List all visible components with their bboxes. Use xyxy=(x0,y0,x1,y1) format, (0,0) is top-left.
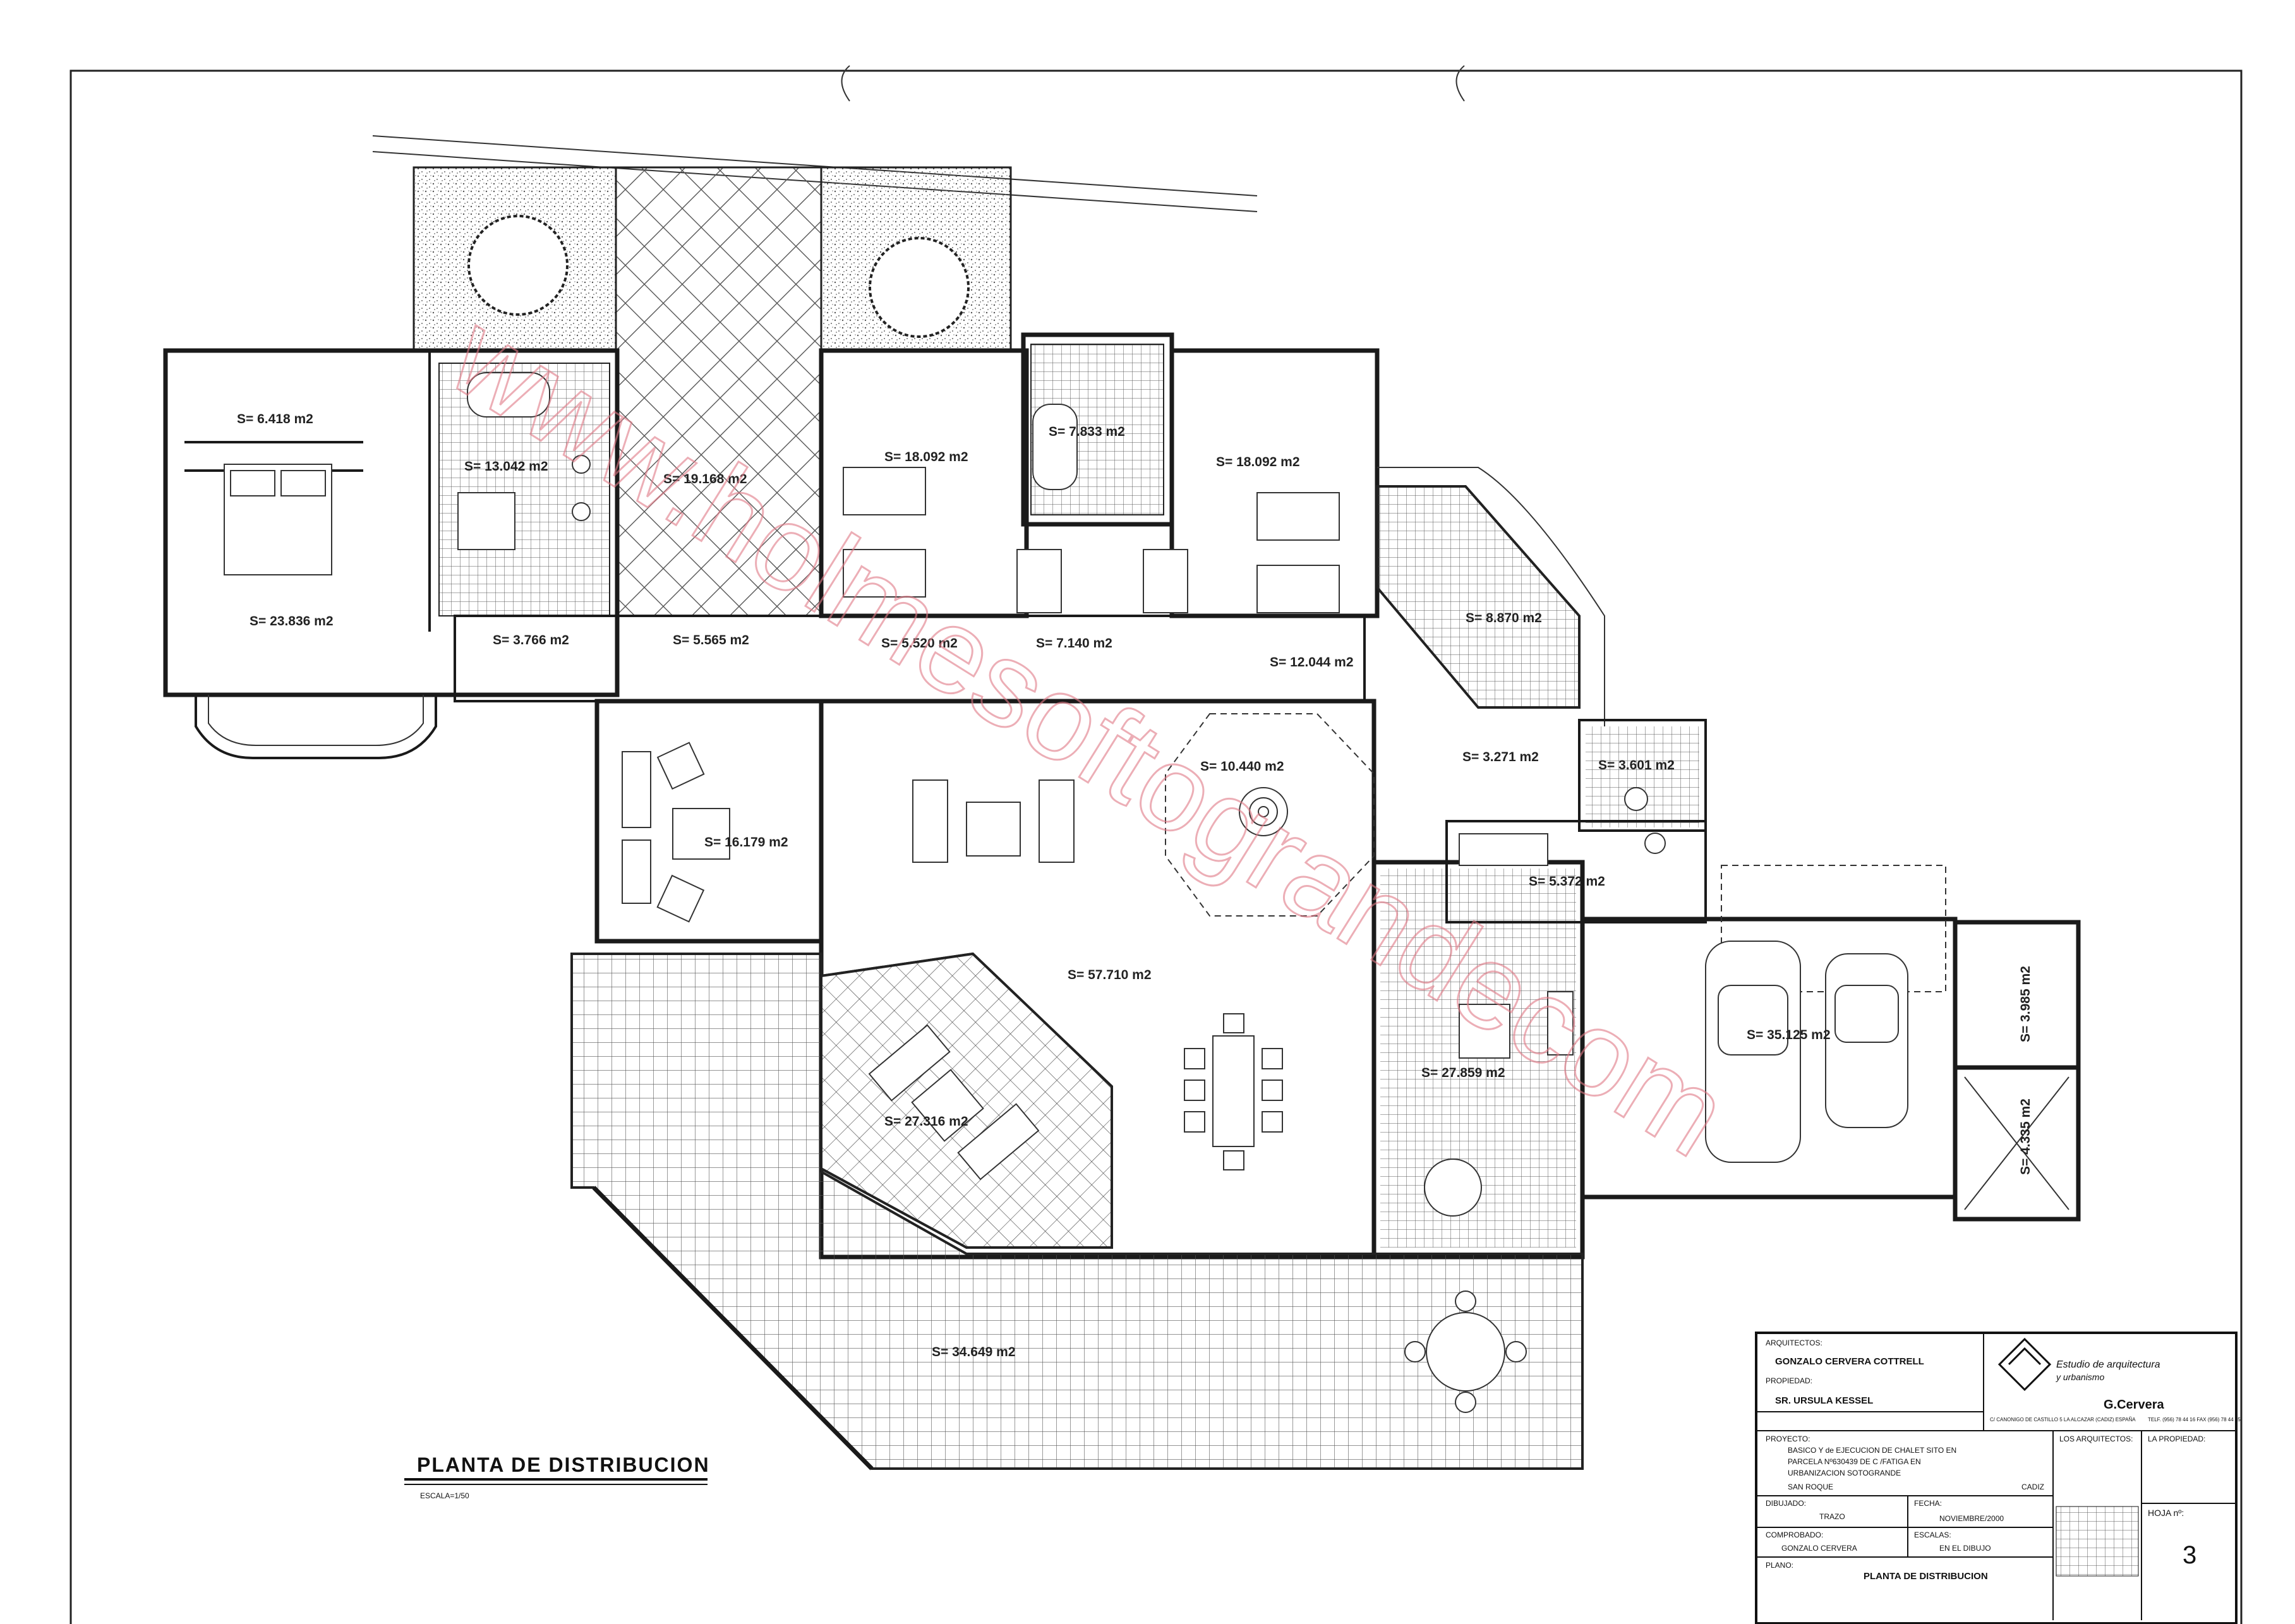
store-2-walls xyxy=(1953,1065,2081,1222)
store-1-walls xyxy=(1953,920,2081,1070)
drawing-title: PLANTA DE DISTRIBUCION xyxy=(417,1453,710,1476)
scales-label: ESCALAS: xyxy=(1914,1531,1951,1539)
laundry-walls xyxy=(1445,820,1707,923)
project-line-1: BASICO Y de EJECUCION DE CHALET SITO EN xyxy=(1788,1446,1956,1455)
architects-sign-label: LOS ARQUITECTOS: xyxy=(2059,1435,2133,1443)
area-label-master-bedroom: S= 23.836 m2 xyxy=(250,614,334,629)
tree-planter-right xyxy=(869,237,970,338)
property-label: PROPIEDAD: xyxy=(1766,1376,1812,1385)
area-label-terrace-main: S= 34.649 m2 xyxy=(932,1345,1016,1359)
sofa-left xyxy=(912,779,948,863)
car-2 xyxy=(1825,953,1908,1128)
date-value: NOVIEMBRE/2000 xyxy=(1939,1514,2004,1523)
entrance-octagon xyxy=(1165,713,1375,917)
car-1 xyxy=(1705,941,1801,1163)
bedroom-3-walls xyxy=(1169,348,1380,618)
bedroom-2-walls xyxy=(819,348,1029,618)
firm-logo-icon xyxy=(1997,1337,2052,1392)
firm-name: G.Cervera xyxy=(2104,1398,2164,1412)
checked-label: COMPROBADO: xyxy=(1766,1531,1823,1539)
area-label-dressing: S= 6.418 m2 xyxy=(237,412,313,426)
area-label-bedroom-3: S= 18.092 m2 xyxy=(1216,455,1300,469)
twin-bed-3a xyxy=(1256,492,1340,541)
sheet-label: HOJA nº: xyxy=(2148,1508,2184,1518)
wardrobe-2 xyxy=(1016,549,1062,613)
area-label-corridor-3: S= 7.140 m2 xyxy=(1036,636,1112,651)
owner-name: SR. URSULA KESSEL xyxy=(1775,1395,1873,1406)
binding-hole-2 xyxy=(1455,65,1465,102)
title-block-hatch xyxy=(2056,1506,2139,1577)
firm-tagline-1: Estudio de arquitectura xyxy=(2056,1359,2160,1370)
area-label-corridor-2: S= 5.520 m2 xyxy=(881,636,958,651)
plot-boundary-line xyxy=(372,135,1258,196)
date-label: FECHA: xyxy=(1914,1499,1942,1508)
coffee-table xyxy=(966,802,1021,857)
area-label-kitchen: S= 27.859 m2 xyxy=(1421,1066,1505,1080)
area-label-porch: S= 27.316 m2 xyxy=(884,1114,968,1129)
area-label-entrance: S= 10.440 m2 xyxy=(1200,759,1284,774)
drawn-by: TRAZO xyxy=(1819,1512,1845,1521)
wardrobe-3 xyxy=(1143,549,1188,613)
sofa-right xyxy=(1039,779,1075,863)
twin-bed-3b xyxy=(1256,565,1340,613)
area-label-terrace-ne: S= 8.870 m2 xyxy=(1466,611,1542,625)
twin-bed-2a xyxy=(843,467,926,515)
project-province: CADIZ xyxy=(2021,1483,2044,1491)
terrace-round-table xyxy=(1426,1312,1505,1392)
area-label-bath-2: S= 7.833 m2 xyxy=(1049,424,1125,439)
area-label-bedroom-2: S= 18.092 m2 xyxy=(884,450,968,464)
firm-address: C/ CANONIGO DE CASTILLO 5 LA ALCAZAR (CA… xyxy=(1990,1417,2136,1423)
scales-value: EN EL DIBUJO xyxy=(1939,1544,1991,1553)
drawn-label: DIBUJADO: xyxy=(1766,1499,1806,1508)
binding-hole-1 xyxy=(841,65,850,102)
firm-tagline-2: y urbanismo xyxy=(2056,1372,2104,1382)
plan-label: PLANO: xyxy=(1766,1561,1793,1570)
area-label-corridor-4: S= 12.044 m2 xyxy=(1270,655,1354,670)
drawing-scale-note: ESCALA=1/50 xyxy=(420,1491,469,1500)
paved-court xyxy=(615,166,822,617)
kitchen-dining-table xyxy=(1424,1158,1482,1217)
area-label-master-bath: S= 13.042 m2 xyxy=(464,459,548,474)
area-label-store-2: S= 4.335 m2 xyxy=(2018,1098,2033,1175)
architect-name: GONZALO CERVERA COTTRELL xyxy=(1775,1356,1924,1367)
area-label-store-1: S= 3.985 m2 xyxy=(2018,966,2033,1042)
wc-walls xyxy=(1578,719,1707,832)
bathtub-master xyxy=(467,372,550,418)
terrace-ne-outline xyxy=(1376,485,1581,709)
tree-planter-left xyxy=(467,215,569,316)
area-label-garage: S= 35.125 m2 xyxy=(1747,1028,1831,1042)
area-labels: S= 6.418 m2 S= 13.042 m2 S= 19.168 m2 S=… xyxy=(237,412,2033,1359)
entrance-feature xyxy=(1239,787,1288,836)
area-label-wc: S= 3.601 m2 xyxy=(1598,758,1675,773)
project-label: PROYECTO: xyxy=(1766,1435,1810,1443)
project-line-2: PARCELA Nº630439 DE C /FATIGA EN xyxy=(1788,1457,1921,1466)
area-label-living-dining: S= 57.710 m2 xyxy=(1068,968,1152,982)
plan-name: PLANTA DE DISTRIBUCION xyxy=(1864,1571,1988,1582)
title-block: ARQUITECTOS: GONZALO CERVERA COTTRELL PR… xyxy=(1755,1332,2241,1624)
wc-floor xyxy=(1586,726,1699,827)
master-wing-walls xyxy=(163,348,620,697)
checked-by: GONZALO CERVERA xyxy=(1781,1544,1857,1553)
area-label-hall-2: S= 3.271 m2 xyxy=(1462,750,1539,764)
architects-label: ARQUITECTOS: xyxy=(1766,1338,1822,1347)
project-line-3: URBANIZACION SOTOGRANDE xyxy=(1788,1469,1901,1477)
area-label-hall-1: S= 3.766 m2 xyxy=(493,633,569,647)
balcony-master xyxy=(195,695,437,759)
owner-sign-label: LA PROPIEDAD: xyxy=(2148,1435,2205,1443)
area-label-study: S= 16.179 m2 xyxy=(704,835,788,850)
bathtub-2 xyxy=(1032,404,1078,490)
shower-master xyxy=(457,492,515,550)
area-label-patio-court: S= 19.168 m2 xyxy=(663,472,747,486)
firm-phone: TELF. (956) 78 44 16 FAX (956) 78 44 75 xyxy=(2148,1417,2241,1423)
twin-bed-2b xyxy=(843,549,926,598)
area-label-laundry: S= 5.372 m2 xyxy=(1529,874,1605,889)
study-desk xyxy=(672,808,730,860)
project-location: SAN ROQUE xyxy=(1788,1483,1833,1491)
sheet-number: 3 xyxy=(2183,1541,2196,1569)
area-label-corridor-1: S= 5.565 m2 xyxy=(673,633,749,647)
dining-table xyxy=(1212,1035,1255,1147)
kitchen-island xyxy=(1459,1004,1510,1059)
sheet-border xyxy=(69,69,2243,1624)
